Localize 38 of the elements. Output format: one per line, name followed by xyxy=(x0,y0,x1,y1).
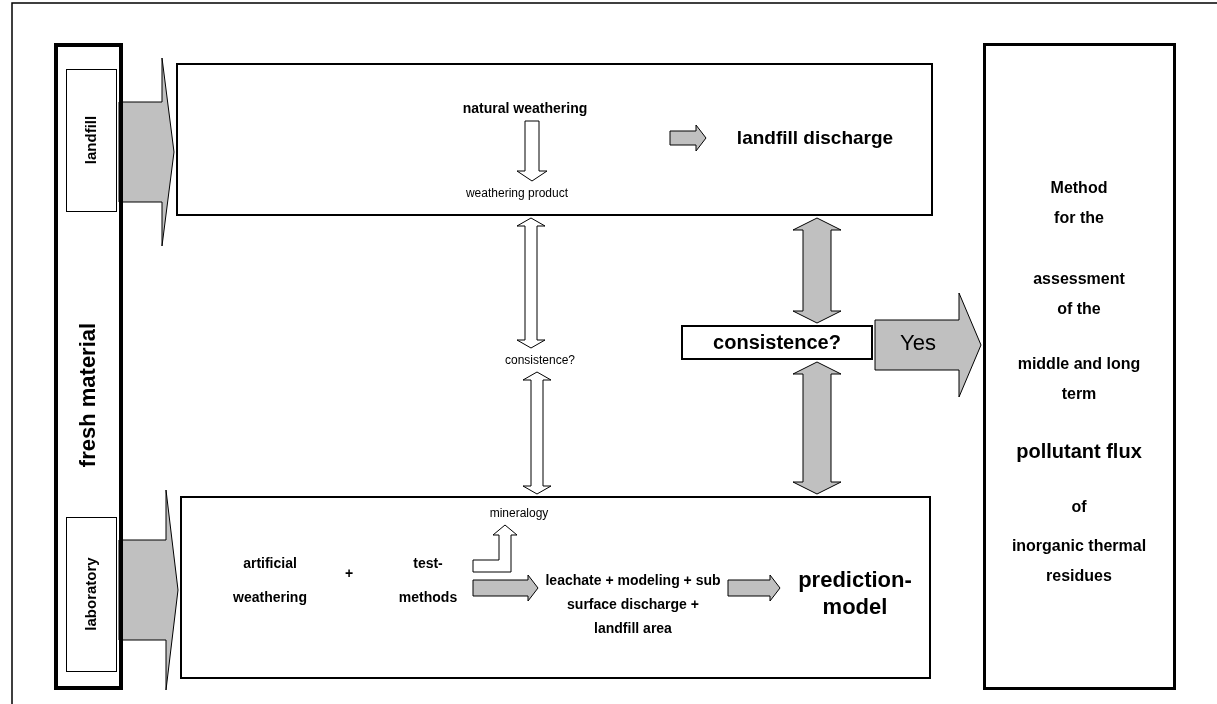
block-arrow xyxy=(516,120,548,182)
text-label: test-methods xyxy=(385,546,471,614)
text-label: mineralogy xyxy=(476,503,562,523)
block-arrow xyxy=(792,361,842,495)
text-label: landfill discharge xyxy=(708,124,922,150)
text-label: artificial weathering xyxy=(205,546,335,614)
process-box xyxy=(180,496,931,679)
plus-sign: + xyxy=(344,565,354,581)
text-label: leachate + modeling + sub surface discharge + landfill area xyxy=(540,568,726,640)
text-label: consistence? xyxy=(480,350,600,370)
box-text: middle and long term xyxy=(1016,354,1142,404)
label-box xyxy=(66,517,117,672)
block-arrow xyxy=(472,524,518,573)
block-arrow xyxy=(792,217,842,324)
box-text: Method for the xyxy=(1049,178,1109,228)
box-text: of xyxy=(1070,496,1088,516)
text-label: natural weathering xyxy=(425,97,625,119)
block-arrow xyxy=(118,489,179,691)
box-text: laboratory xyxy=(82,557,100,631)
box-text: consistence? xyxy=(712,330,842,354)
result-box xyxy=(983,43,1176,690)
box-text: pollutant flux xyxy=(1015,439,1143,463)
text-label: prediction-model xyxy=(782,565,928,621)
block-arrow xyxy=(472,574,539,602)
box-text: fresh material xyxy=(75,322,101,468)
process-box xyxy=(176,63,933,216)
label-box xyxy=(66,69,117,212)
block-arrow xyxy=(118,57,175,247)
box-text: assessment of the xyxy=(1032,269,1126,319)
block-arrow xyxy=(669,124,707,152)
column-box xyxy=(54,43,123,690)
decision-box xyxy=(681,325,873,360)
box-text: landfill xyxy=(82,115,100,165)
block-arrow xyxy=(516,217,546,349)
box-text: inorganic thermal residues xyxy=(1010,536,1148,586)
text-label: weathering product xyxy=(435,183,599,203)
block-arrow xyxy=(727,574,781,602)
block-arrow xyxy=(522,371,552,495)
